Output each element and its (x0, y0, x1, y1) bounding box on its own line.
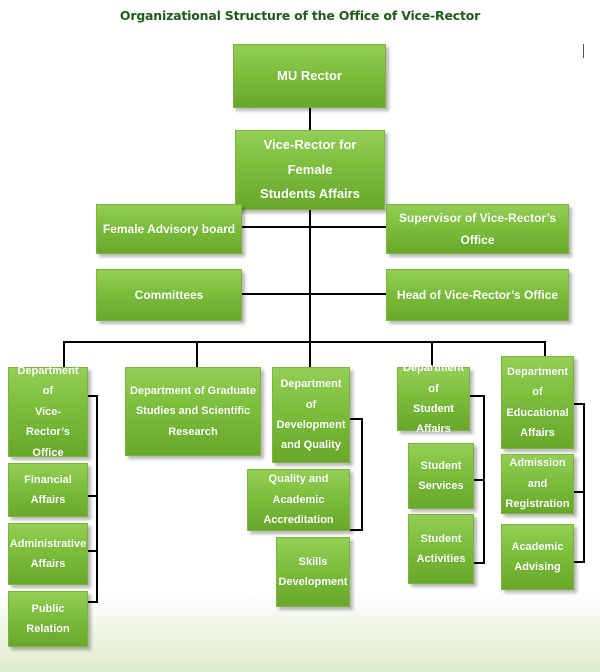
node-skills-development[interactable]: Skills Development (276, 537, 350, 607)
node-dept-development-quality[interactable]: Department of Development and Quality (272, 367, 350, 463)
node-admission-registration[interactable]: Admission and Registration (501, 454, 574, 514)
node-dept-student-affairs[interactable]: Department of Student Affairs (397, 362, 470, 435)
text-cursor (583, 44, 584, 58)
node-student-services[interactable]: Student Services (408, 443, 474, 509)
connector (574, 403, 585, 563)
node-dept-graduate-studies[interactable]: Department of Graduate Studies and Scien… (125, 367, 261, 456)
node-female-advisory-board[interactable]: Female Advisory board (96, 204, 242, 254)
node-financial-affairs[interactable]: Financial Affairs (8, 463, 88, 517)
node-supervisor[interactable]: Supervisor of Vice-Rector’s Office (386, 204, 569, 254)
chart-title: Organizational Structure of the Office o… (119, 8, 481, 23)
node-public-relation[interactable]: Public Relation (8, 591, 88, 647)
connector (88, 395, 98, 603)
node-head-of-office[interactable]: Head of Vice-Rector’s Office (386, 269, 569, 321)
node-mu-rector[interactable]: MU Rector (233, 44, 386, 108)
node-dept-vice-rector-office[interactable]: Department of Vice-Rector’s Office (8, 365, 88, 459)
node-quality-accreditation[interactable]: Quality and Academic Accreditation (247, 469, 350, 531)
connector (350, 418, 363, 531)
node-student-activities[interactable]: Student Activities (408, 514, 474, 584)
node-administrative-affairs[interactable]: Administrative Affairs (8, 523, 88, 585)
node-dept-educational-affairs[interactable]: Department of Educational Affairs (501, 356, 574, 449)
node-committees[interactable]: Committees (96, 269, 242, 321)
node-vice-rector[interactable]: Vice-Rector for Female Students Affairs (235, 130, 385, 210)
node-academic-advising[interactable]: Academic Advising (501, 524, 574, 590)
